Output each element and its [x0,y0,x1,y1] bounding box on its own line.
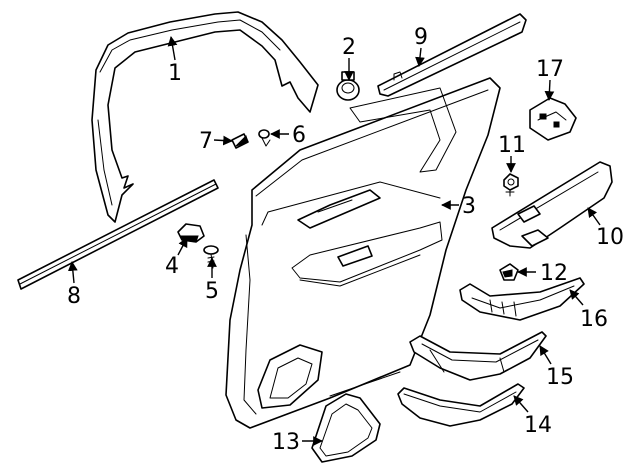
callout-11: 11 [498,133,526,158]
leader-8 [67,261,78,284]
leader-14 [513,395,529,413]
part-15-trim-insert [409,331,547,381]
part-13-speaker-trim [311,393,381,463]
leader-lines [67,36,601,446]
part-10-switch-panel [491,161,613,249]
callout-2: 2 [342,35,356,60]
callout-10: 10 [596,225,624,250]
callout-7: 7 [199,129,213,154]
callout-1: 1 [168,61,182,86]
callout-8: 8 [67,284,81,309]
leader-9 [415,47,425,67]
leader-7 [213,135,233,146]
leader-1 [167,36,178,61]
part-17-bracket [529,97,577,141]
part-2-grommet [336,71,360,101]
callout-17: 17 [536,57,564,82]
callout-13: 13 [272,430,300,455]
callout-5: 5 [205,279,219,304]
part-3-door-trim-panel [225,77,501,429]
callout-16: 16 [580,307,608,332]
part-7-clip [231,133,249,149]
leader-15 [539,345,552,365]
callout-6: 6 [292,123,306,148]
callout-15: 15 [546,365,574,390]
part-11-screw [503,173,519,197]
part-16-trim-insert [459,277,585,321]
part-12-clip [499,263,519,281]
part-1-door-frame-seal [91,11,319,223]
leader-17 [544,79,555,101]
part-14-lower-trim-strip [397,383,525,427]
callout-12: 12 [540,261,568,286]
callout-3: 3 [462,194,476,219]
callout-9: 9 [414,25,428,50]
part-5-screw [203,245,219,269]
leader-4 [177,237,188,256]
leader-16 [569,289,584,306]
part-4-clip [177,223,205,243]
part-6-push-pin [258,129,271,147]
callout-4: 4 [165,254,179,279]
part-9-upper-trim-strip [377,13,527,97]
leader-10 [587,207,601,226]
callout-14: 14 [524,413,552,438]
callout-labels: 1 2 3 4 5 6 7 8 9 10 11 12 13 14 15 16 1… [67,25,624,455]
